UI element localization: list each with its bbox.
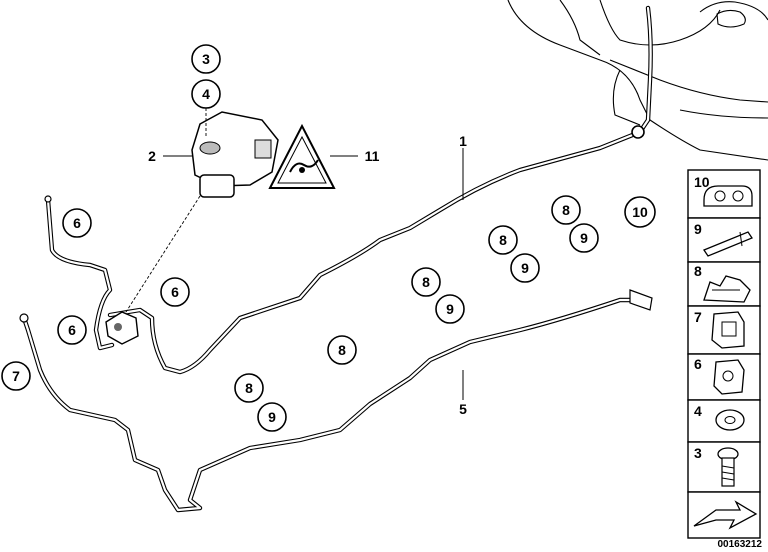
svg-text:8: 8: [338, 342, 346, 358]
arrow-icon: [693, 500, 758, 530]
callout-4: 4: [191, 79, 221, 109]
svg-text:9: 9: [268, 409, 276, 425]
svg-text:6: 6: [171, 284, 179, 300]
legend-item-arrow: [687, 491, 761, 539]
legend-item-4: 4: [687, 399, 761, 443]
clip-double-icon: [703, 185, 753, 207]
svg-text:10: 10: [632, 204, 648, 220]
legend-item-10: 10: [687, 169, 761, 219]
svg-text:7: 7: [12, 368, 20, 384]
leader-dash-sensor: [125, 195, 201, 313]
callout-8e: 8: [234, 373, 264, 403]
svg-text:8: 8: [562, 202, 570, 218]
svg-text:8: 8: [694, 263, 702, 279]
washer-icon: [715, 409, 745, 431]
svg-text:6: 6: [73, 215, 81, 231]
svg-text:3: 3: [202, 51, 210, 67]
callout-6b: 6: [160, 277, 190, 307]
legend-item-3: 3: [687, 441, 761, 493]
svg-text:4: 4: [202, 86, 210, 102]
callout-8b: 8: [488, 225, 518, 255]
label-5: 5: [459, 401, 467, 417]
bracket-icon: [703, 231, 753, 257]
svg-text:9: 9: [521, 260, 529, 276]
svg-text:8: 8: [245, 380, 253, 396]
legend-item-8: 8: [687, 261, 761, 307]
plain-labels: 1 2 5 11: [148, 133, 467, 417]
callout-8d: 8: [327, 335, 357, 365]
svg-text:8: 8: [499, 232, 507, 248]
image-id-label: 00163212: [717, 539, 763, 550]
callout-9a: 9: [569, 223, 599, 253]
svg-text:9: 9: [446, 301, 454, 317]
callout-9c: 9: [435, 294, 465, 324]
legend-item-7: 7: [687, 305, 761, 355]
legend-item-9: 9: [687, 217, 761, 263]
label-2: 2: [148, 148, 156, 164]
clip-single-icon: [713, 359, 745, 395]
parts-legend: 10 9 8 7 6 4 3: [687, 169, 761, 539]
callout-8a: 8: [551, 195, 581, 225]
svg-text:3: 3: [694, 445, 702, 461]
svg-text:4: 4: [694, 403, 702, 419]
fuel-line-1: [44, 5, 653, 375]
pressure-sensor: [191, 111, 279, 198]
svg-text:6: 6: [694, 356, 702, 372]
connector-clip: [105, 311, 139, 345]
callout-9d: 9: [257, 402, 287, 432]
label-1: 1: [459, 133, 467, 149]
callout-3: 3: [191, 44, 221, 74]
callouts: 3 4 6 6 6 7 8 8 8 8 8 9 9 9 9 10: [1, 44, 656, 432]
warning-triangle-icon: [268, 123, 336, 189]
callout-6c: 6: [57, 315, 87, 345]
svg-text:9: 9: [580, 230, 588, 246]
clip-holder-icon: [711, 311, 745, 349]
callout-8c: 8: [411, 267, 441, 297]
svg-text:10: 10: [694, 174, 710, 190]
callout-9b: 9: [510, 253, 540, 283]
callout-10: 10: [624, 196, 656, 228]
svg-text:6: 6: [68, 322, 76, 338]
callout-7: 7: [1, 361, 31, 391]
legend-item-6: 6: [687, 353, 761, 401]
fuel-line-5: [19, 289, 653, 513]
label-11: 11: [365, 148, 380, 164]
svg-text:7: 7: [694, 309, 702, 325]
callout-6a: 6: [62, 208, 92, 238]
bolt-icon: [717, 447, 739, 487]
svg-text:8: 8: [422, 274, 430, 290]
svg-text:9: 9: [694, 221, 702, 237]
clip-multi-icon: [703, 275, 751, 303]
